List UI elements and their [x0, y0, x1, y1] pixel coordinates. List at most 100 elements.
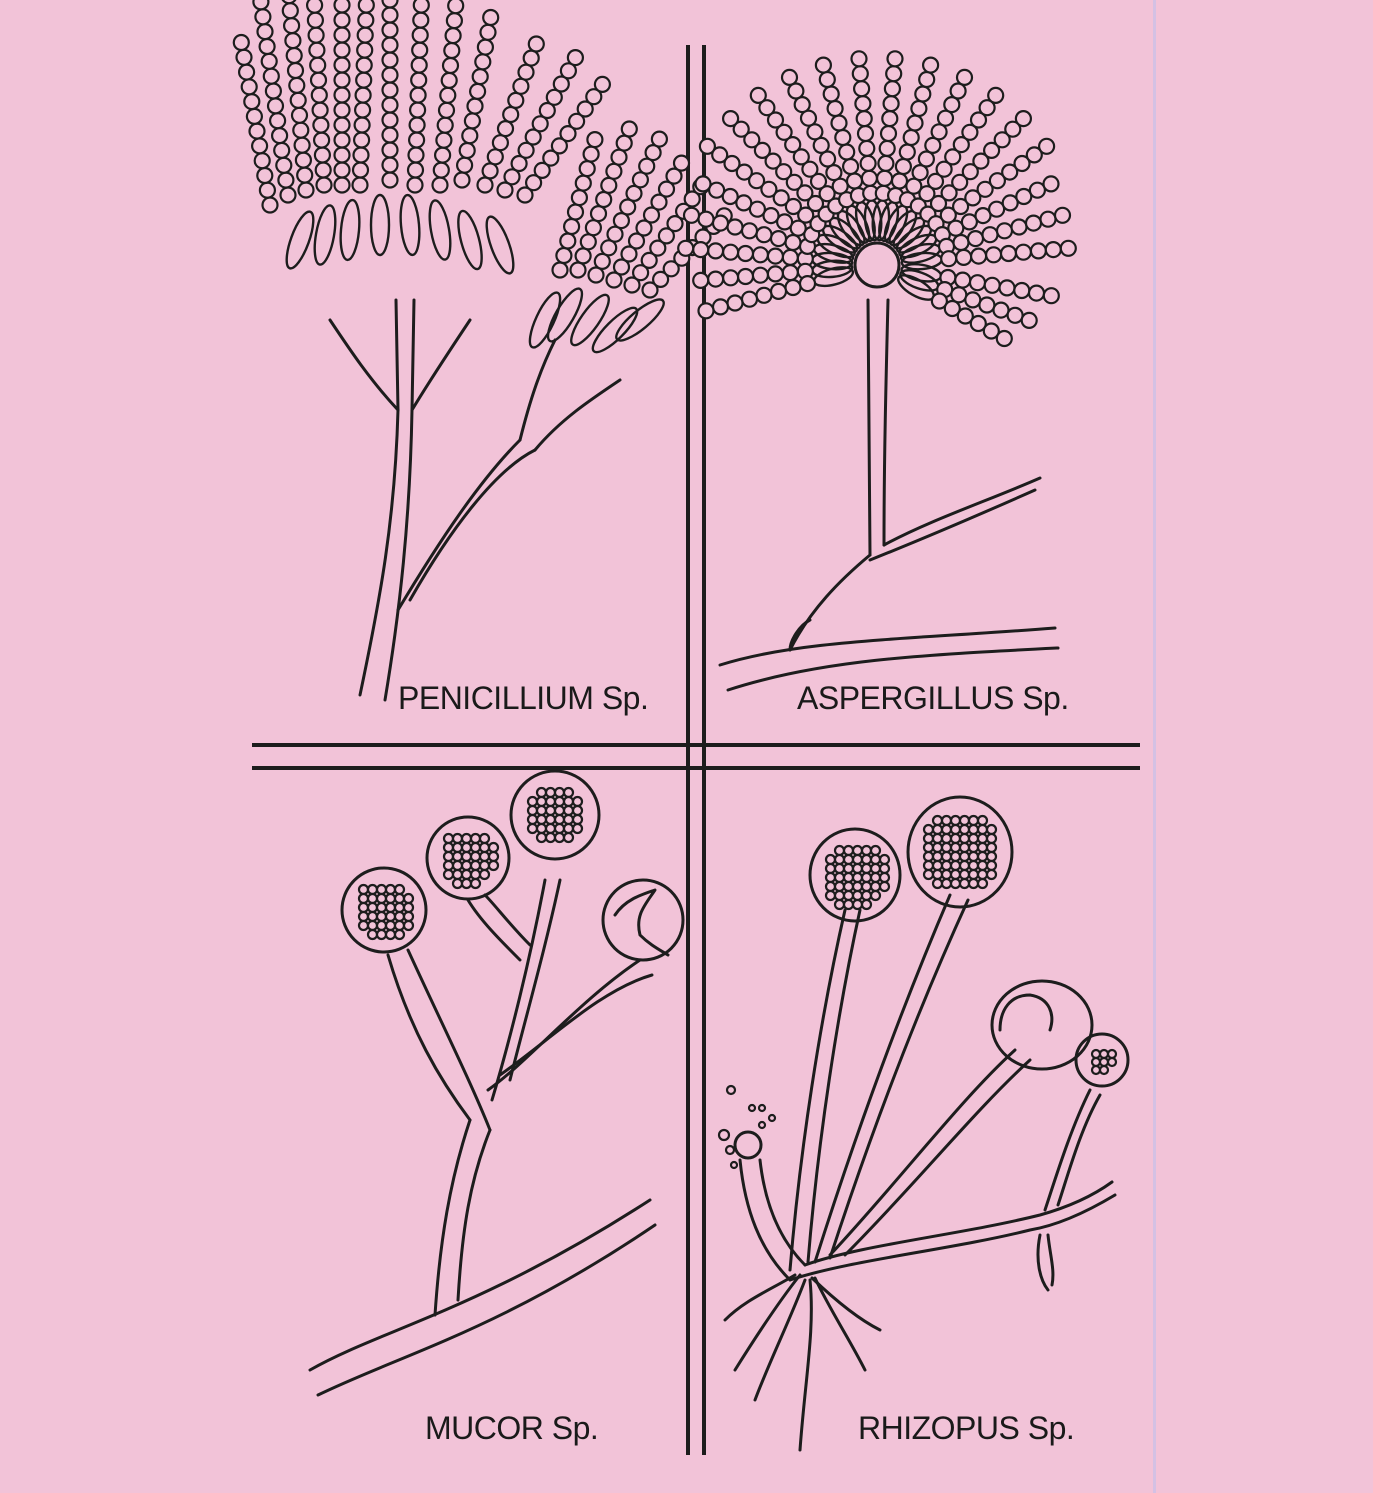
spore — [723, 245, 738, 260]
spore — [862, 882, 871, 891]
spore — [453, 879, 462, 888]
spore — [820, 72, 835, 87]
spore — [529, 37, 544, 52]
spore — [572, 190, 587, 205]
spore — [433, 178, 448, 193]
spore — [498, 121, 513, 136]
spore — [857, 111, 872, 126]
spore — [457, 158, 472, 173]
spore — [942, 870, 951, 879]
spore — [1008, 308, 1023, 323]
spore — [239, 65, 254, 80]
spore — [573, 806, 582, 815]
spore — [595, 77, 610, 92]
spore — [296, 153, 311, 168]
spore — [284, 18, 299, 33]
spore — [1022, 313, 1037, 328]
spore — [295, 138, 310, 153]
phialide — [587, 302, 642, 357]
spore — [564, 219, 579, 234]
spore — [923, 58, 938, 73]
spore — [335, 43, 350, 58]
rhizopus-hyphae — [725, 797, 1128, 1450]
aspergillus-drawing — [678, 51, 1076, 690]
spore — [591, 206, 606, 221]
spore — [843, 159, 858, 174]
spore — [852, 51, 867, 66]
spore — [309, 43, 324, 58]
spore — [412, 58, 427, 73]
aspergillus-conidia — [678, 51, 1076, 346]
spore — [933, 834, 942, 843]
spore — [693, 242, 708, 257]
spore — [313, 103, 328, 118]
spore — [434, 163, 449, 178]
spore — [1000, 280, 1015, 295]
phialide — [481, 214, 518, 277]
spore — [960, 816, 969, 825]
spore — [564, 797, 573, 806]
spore — [462, 861, 471, 870]
spore — [885, 81, 900, 96]
spore — [960, 861, 969, 870]
spore — [728, 296, 743, 311]
spore — [404, 894, 413, 903]
spore — [696, 176, 711, 191]
spore — [786, 280, 801, 295]
spore — [970, 275, 985, 290]
spore — [886, 66, 901, 81]
spore — [546, 806, 555, 815]
spore — [708, 243, 723, 258]
spore — [444, 834, 453, 843]
spore — [942, 834, 951, 843]
spore — [528, 815, 537, 824]
phialide — [311, 204, 339, 266]
spore — [960, 825, 969, 834]
spore — [546, 815, 555, 824]
spore — [473, 69, 488, 84]
spore — [571, 263, 586, 278]
spore — [250, 124, 265, 139]
spore — [832, 116, 847, 131]
spore — [262, 54, 277, 69]
spore — [601, 178, 616, 193]
spore — [357, 43, 372, 58]
spore — [282, 0, 297, 3]
spore — [826, 882, 835, 891]
spore — [311, 73, 326, 88]
spore — [414, 0, 429, 13]
spore — [237, 50, 252, 65]
spore — [1100, 1058, 1108, 1066]
spore — [844, 882, 853, 891]
spore — [465, 113, 480, 128]
spore — [753, 268, 768, 283]
phialide — [338, 199, 361, 260]
spore — [383, 143, 398, 158]
spore — [835, 855, 844, 864]
spore — [436, 133, 451, 148]
spore — [446, 28, 461, 43]
spore — [942, 879, 951, 888]
spore — [908, 116, 923, 131]
spore — [412, 43, 427, 58]
spore — [355, 103, 370, 118]
spore — [524, 51, 539, 66]
spore — [835, 130, 850, 145]
spore — [1108, 1058, 1116, 1066]
spore — [257, 168, 272, 183]
spore — [555, 824, 564, 833]
spore — [693, 273, 708, 288]
spore — [560, 234, 575, 249]
spore — [359, 0, 374, 13]
phialide — [398, 194, 421, 255]
spore — [537, 797, 546, 806]
spore — [956, 250, 971, 265]
spore — [951, 843, 960, 852]
spore — [861, 156, 876, 171]
spore — [481, 25, 496, 40]
spore — [969, 861, 978, 870]
spore — [308, 13, 323, 28]
spore — [252, 138, 267, 153]
spore — [951, 852, 960, 861]
spore — [969, 843, 978, 852]
